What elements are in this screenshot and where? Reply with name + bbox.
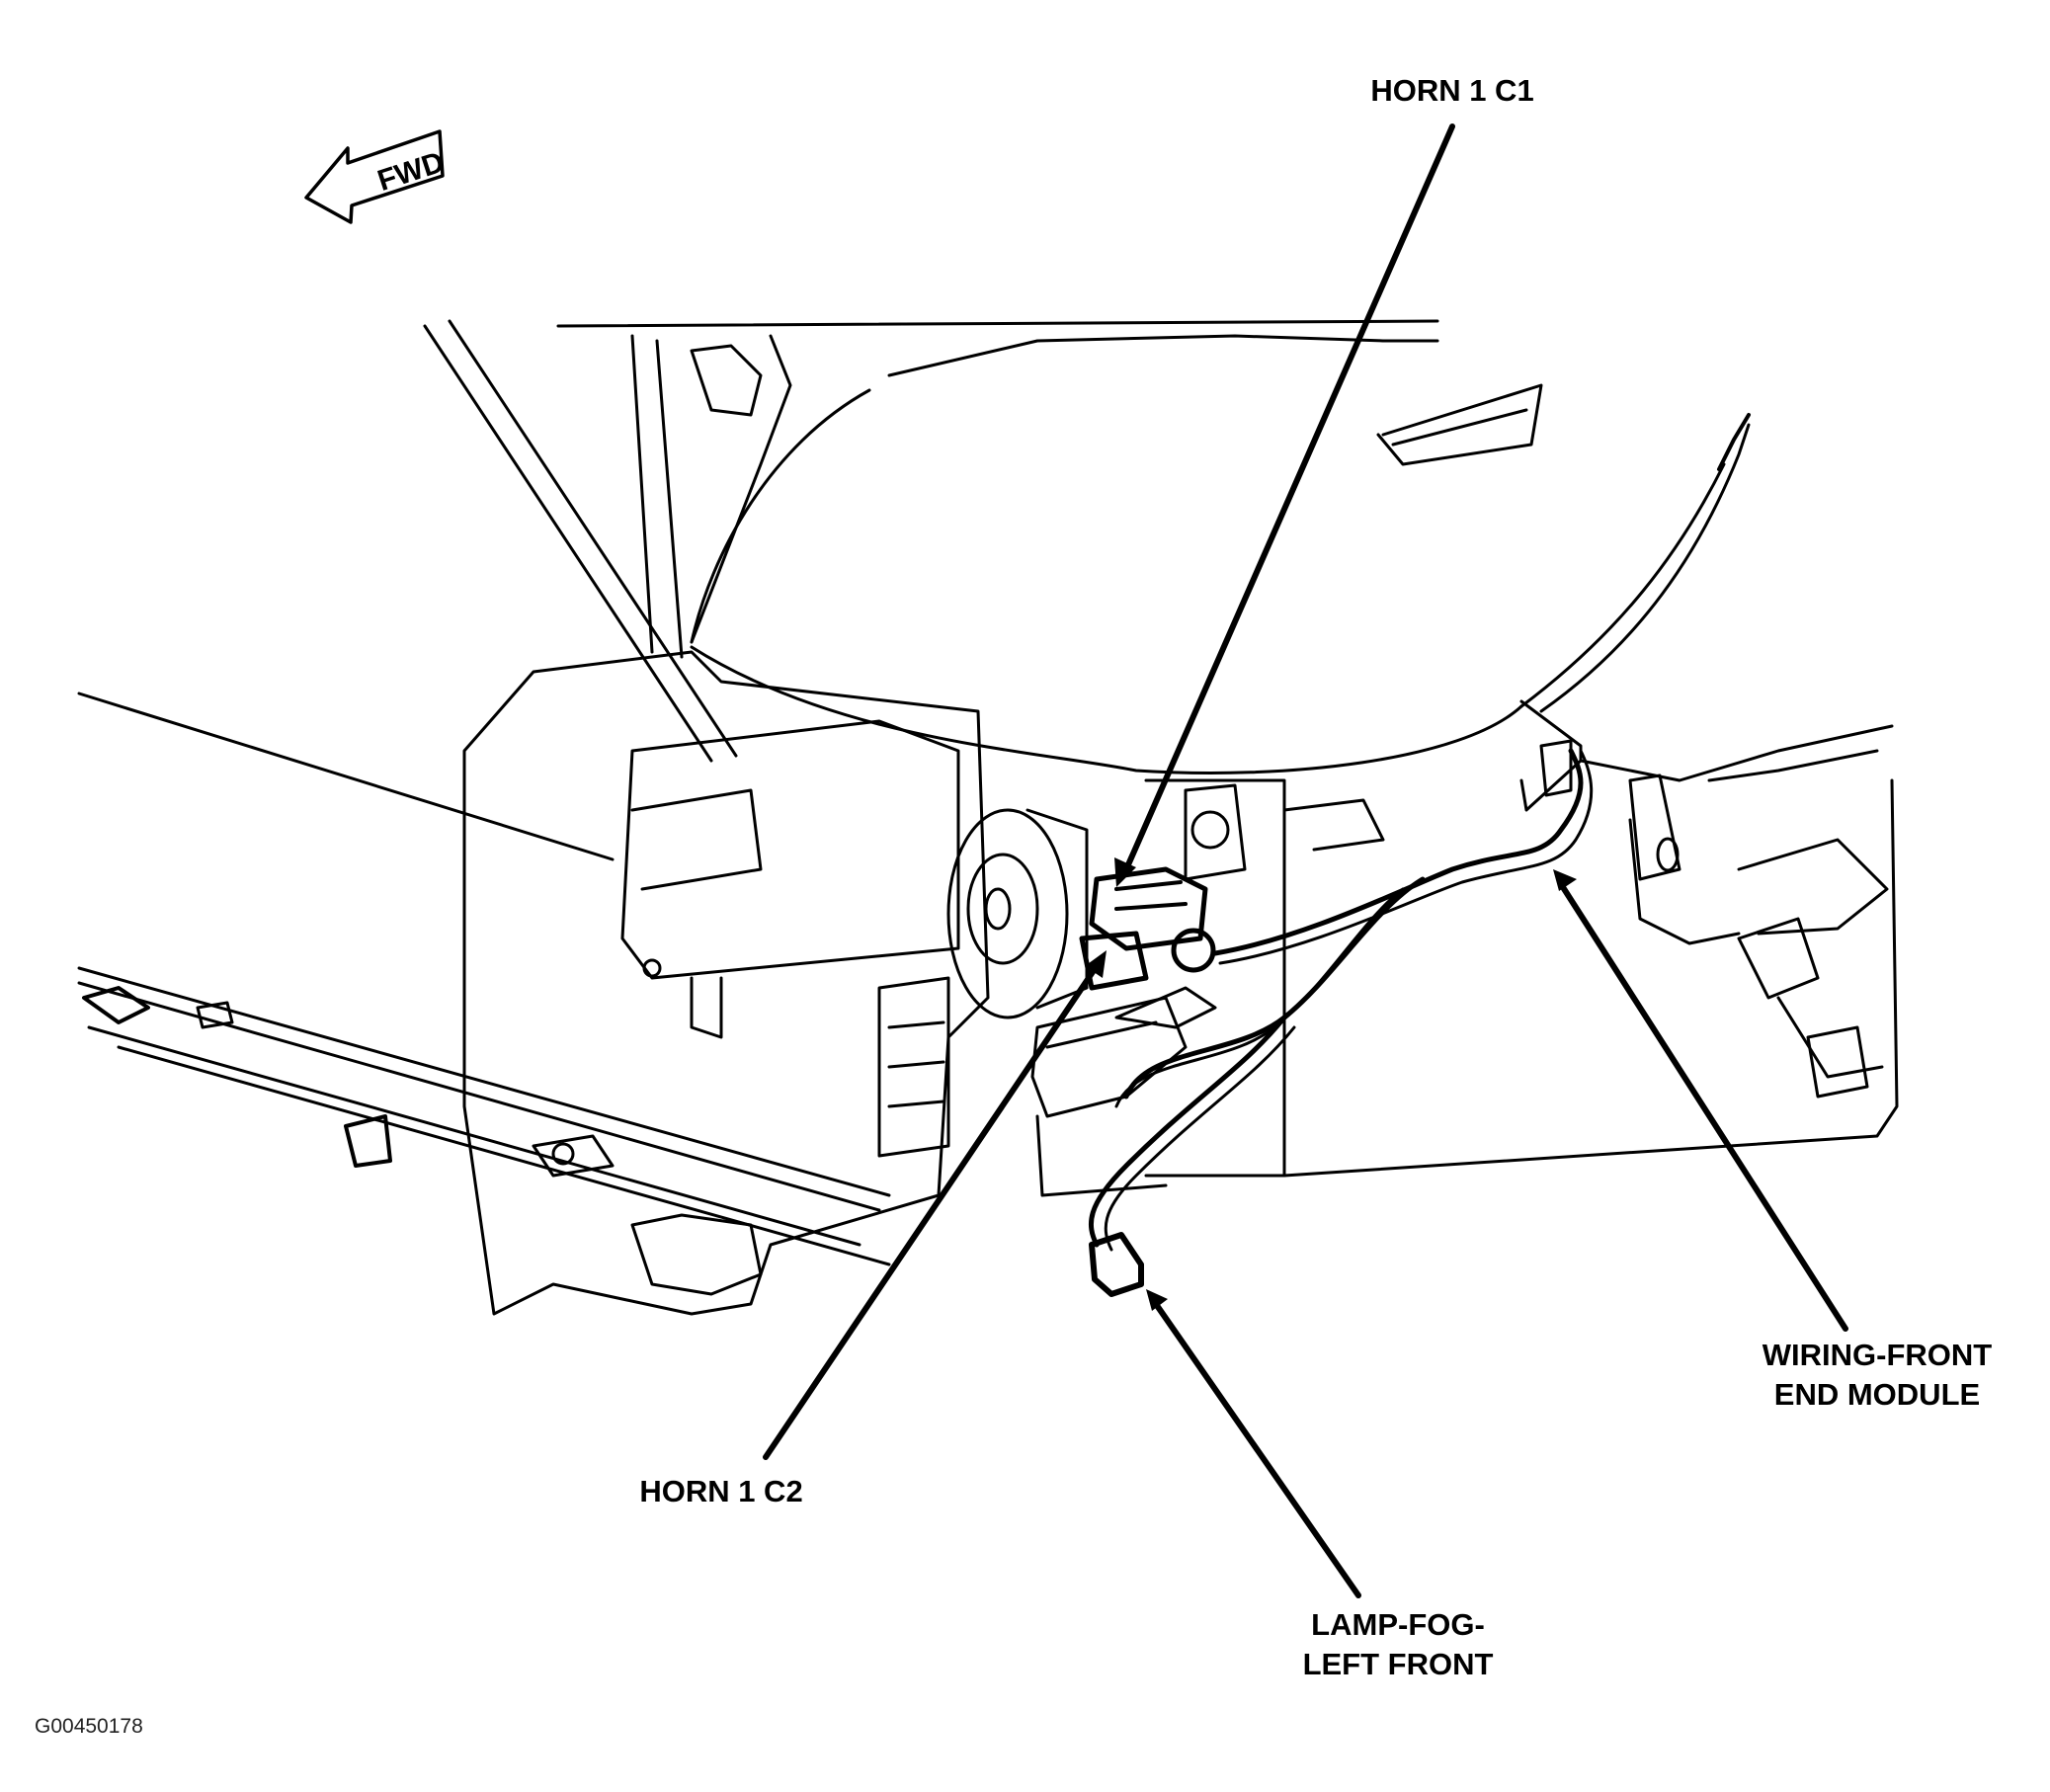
leader-fog-lamp [1146, 1289, 1361, 1598]
fog-lamp-housing [1030, 996, 1188, 1197]
leader-horn-c1 [1114, 123, 1455, 887]
right-side-support [1144, 699, 1899, 1178]
horn-c1-label: HORN 1 C1 [1344, 71, 1561, 111]
figure-reference-code: G00450178 [35, 1715, 143, 1738]
horn-c2-label-line-1: HORN 1 C2 [639, 1474, 803, 1508]
wiring-label-line-1: WIRING-FRONT [1762, 1338, 1993, 1372]
radiator-support [556, 319, 1751, 774]
front-end-wiring-harness [1089, 748, 1594, 1252]
fog-label-line-2: LEFT FRONT [1302, 1647, 1494, 1681]
horn-c1-label-line-1: HORN 1 C1 [1370, 73, 1534, 108]
fog-lamp-connector [1089, 1232, 1144, 1297]
beam-brackets [82, 986, 575, 1168]
upper-strut [423, 319, 738, 763]
bumper-beam [77, 692, 891, 1266]
wiring-front-end-module-label: WIRING-FRONT END MODULE [1714, 1336, 2040, 1415]
horn-connector-c1 [1089, 866, 1208, 951]
horn-1 [946, 808, 1089, 1019]
fwd-arrow-label: FWD [373, 146, 448, 198]
lamp-fog-left-front-label: LAMP-FOG- LEFT FRONT [1255, 1605, 1541, 1684]
fwd-arrow-icon: FWD [304, 129, 448, 224]
wiring-label-line-2: END MODULE [1773, 1377, 1981, 1412]
horn-c2-label: HORN 1 C2 [613, 1472, 830, 1511]
fog-label-line-1: LAMP-FOG- [1311, 1607, 1485, 1642]
leader-wiring [1553, 869, 1848, 1332]
leader-horn-c2 [763, 950, 1107, 1460]
fascia-bracket [462, 650, 990, 1316]
horn-connector-c2 [1079, 928, 1216, 991]
